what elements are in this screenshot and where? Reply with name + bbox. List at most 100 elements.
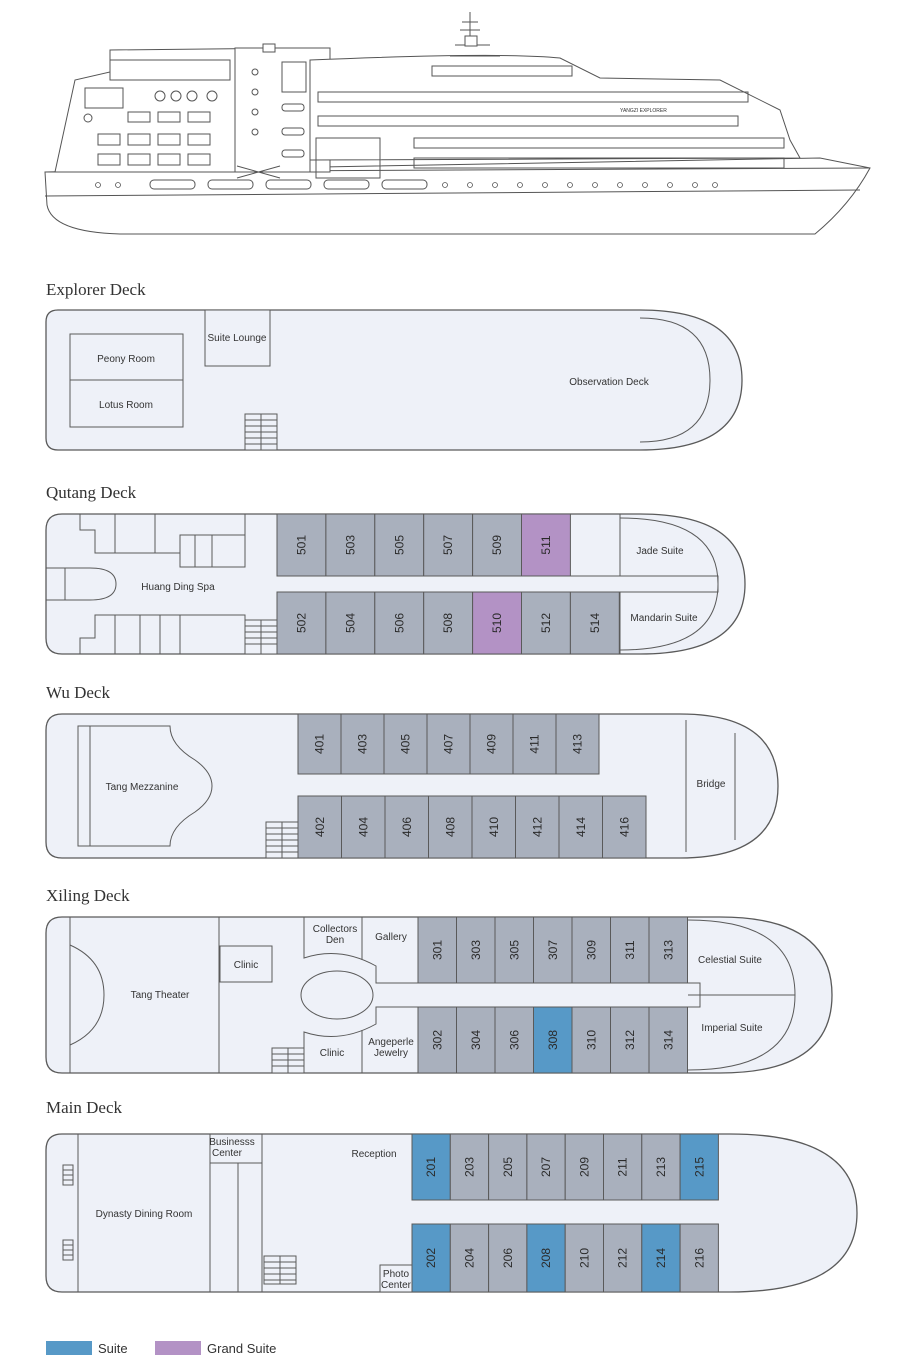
dynasty-dining-room-label: Dynasty Dining Room <box>96 1209 193 1220</box>
cabin-503 <box>325 513 376 577</box>
cabin-number-209: 209 <box>577 1157 591 1177</box>
main-deck: Main Deck Dynasty Dining Room Businesss … <box>45 1098 858 1293</box>
cabin-number-309: 309 <box>584 940 598 960</box>
collectors-den-label-1: Collectors <box>313 924 357 935</box>
cabin-number-404: 404 <box>356 817 370 837</box>
cabin-309 <box>571 916 611 984</box>
cabin-number-208: 208 <box>539 1248 553 1268</box>
celestial-suite-label: Celestial Suite <box>698 955 762 966</box>
cabin-407 <box>426 713 471 775</box>
jade-suite-label: Jade Suite <box>636 546 684 557</box>
cabin-302 <box>417 1006 457 1074</box>
business-center-label-2: Center <box>212 1148 243 1159</box>
angeperle-jewelry-label-2: Jewelry <box>374 1048 408 1059</box>
cabin-514 <box>569 591 620 655</box>
cabin-502 <box>276 591 327 655</box>
cabin-number-310: 310 <box>584 1030 598 1050</box>
explorer-deck: Explorer Deck Peony Room Lotus Room Suit… <box>45 280 743 451</box>
cabin-number-302: 302 <box>430 1030 444 1050</box>
cabin-212 <box>603 1223 643 1293</box>
reception-label: Reception <box>351 1149 396 1160</box>
cabin-401 <box>297 713 342 775</box>
cabin-number-312: 312 <box>623 1030 637 1050</box>
cabin-304 <box>456 1006 496 1074</box>
cabin-312 <box>610 1006 650 1074</box>
cabin-number-412: 412 <box>530 817 544 837</box>
qutang-deck-title: Qutang Deck <box>46 483 137 502</box>
cabin-number-403: 403 <box>356 734 370 754</box>
cabin-number-405: 405 <box>399 734 413 754</box>
cabin-404 <box>341 795 386 859</box>
cabin-number-210: 210 <box>577 1248 591 1268</box>
photo-center-label-1: Photo <box>383 1269 410 1280</box>
cabin-number-502: 502 <box>294 613 308 633</box>
cabin-number-214: 214 <box>654 1248 668 1268</box>
wu-stairs <box>265 821 299 859</box>
cabin-number-407: 407 <box>442 734 456 754</box>
cabin-201 <box>411 1133 451 1201</box>
cabin-number-501: 501 <box>294 535 308 555</box>
cabin-number-411: 411 <box>528 734 542 753</box>
cabin-306 <box>494 1006 534 1074</box>
clinic-lower-label: Clinic <box>320 1048 344 1059</box>
legend-grand-suite-label: Grand Suite <box>207 1341 276 1356</box>
clinic-upper-label: Clinic <box>234 960 258 971</box>
cabin-501 <box>276 513 327 577</box>
cabin-number-514: 514 <box>588 613 602 633</box>
cabin-211 <box>603 1133 643 1201</box>
cabin-number-306: 306 <box>507 1030 521 1050</box>
cabin-202 <box>411 1223 451 1293</box>
business-center-label-1: Businesss <box>209 1137 255 1148</box>
cabin-number-307: 307 <box>546 940 560 960</box>
cabin-216 <box>679 1223 719 1293</box>
cabin-number-508: 508 <box>441 613 455 633</box>
cabin-number-409: 409 <box>485 734 499 754</box>
cabin-number-408: 408 <box>443 817 457 837</box>
photo-center-label-2: Center <box>381 1280 412 1291</box>
main-stairs <box>263 1255 297 1285</box>
cabin-507 <box>423 513 474 577</box>
cabin-number-201: 201 <box>424 1157 438 1177</box>
cabin-number-509: 509 <box>490 535 504 555</box>
observation-deck-label: Observation Deck <box>569 377 649 388</box>
cabin-number-504: 504 <box>343 613 357 633</box>
huang-ding-spa-label: Huang Ding Spa <box>141 582 215 593</box>
cabin-number-305: 305 <box>507 940 521 960</box>
qutang-deck: Qutang Deck Huang Ding Spa Jade Suite Ma… <box>45 483 746 655</box>
cabin-511 <box>521 513 571 577</box>
cabin-204 <box>449 1223 490 1293</box>
cabin-205 <box>488 1133 528 1201</box>
cabin-305 <box>494 916 534 984</box>
explorer-deck-title: Explorer Deck <box>46 280 146 299</box>
cabin-509 <box>472 513 523 577</box>
cabin-414 <box>558 795 603 859</box>
tang-theater-label: Tang Theater <box>131 990 190 1001</box>
cabin-208 <box>526 1223 566 1293</box>
cabin-215 <box>679 1133 719 1201</box>
suite-lounge-label: Suite Lounge <box>208 333 267 344</box>
cabin-number-311: 311 <box>623 940 637 959</box>
cabin-510 <box>472 591 523 655</box>
cabin-number-202: 202 <box>424 1248 438 1268</box>
ship-elevation-drawing: YANGZI EXPLORER <box>44 12 871 235</box>
cabin-number-211: 211 <box>616 1157 630 1176</box>
xiling-deck-title: Xiling Deck <box>46 886 130 905</box>
cabin-number-301: 301 <box>430 940 444 960</box>
cabin-number-303: 303 <box>469 940 483 960</box>
cabin-505 <box>374 513 425 577</box>
cabin-311 <box>610 916 650 984</box>
cabin-number-314: 314 <box>661 1030 675 1050</box>
cabin-number-206: 206 <box>501 1248 515 1268</box>
cabin-210 <box>564 1223 605 1293</box>
cabin-310 <box>571 1006 611 1074</box>
angeperle-jewelry-label-1: Angeperle <box>368 1037 414 1048</box>
cabin-number-512: 512 <box>539 613 553 633</box>
cabin-307 <box>533 916 573 984</box>
cabin-number-304: 304 <box>469 1030 483 1050</box>
cabin-number-213: 213 <box>654 1157 668 1177</box>
